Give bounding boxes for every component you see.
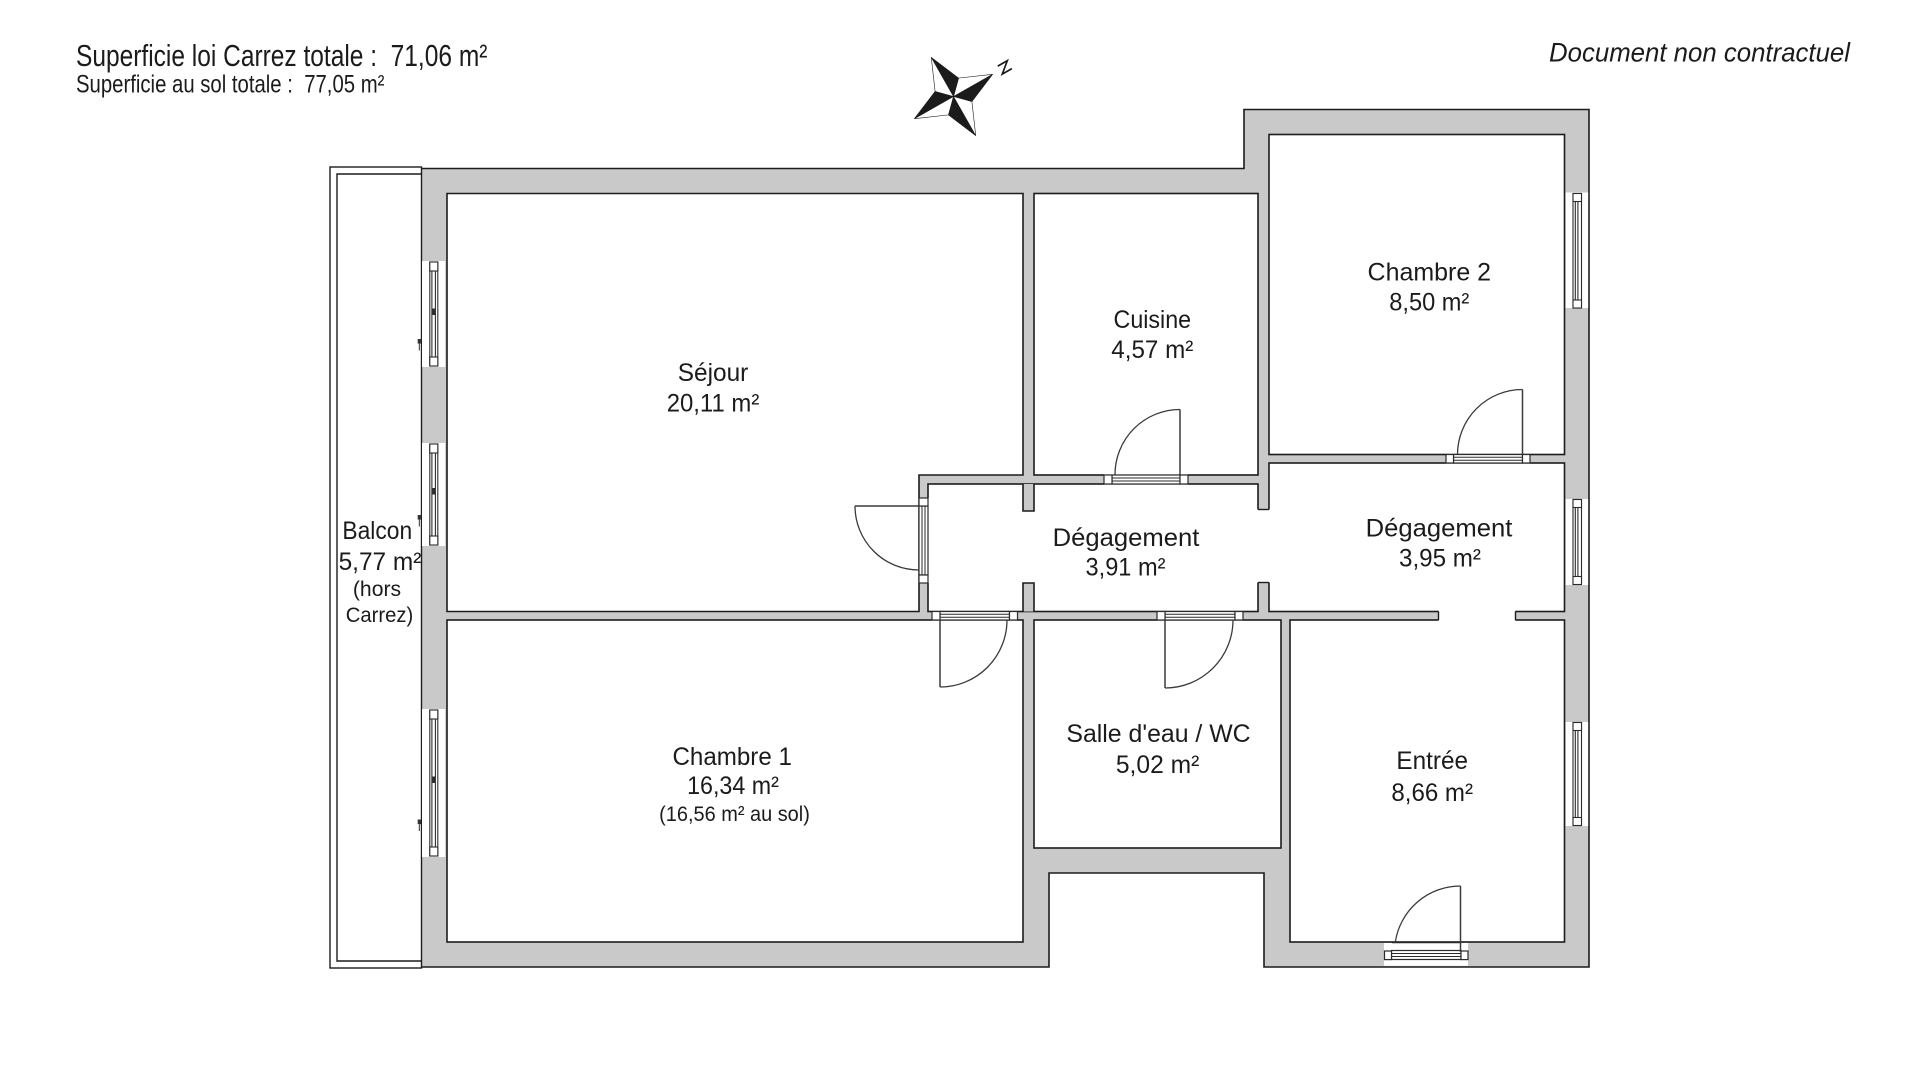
svg-text:Cuisine: Cuisine (1114, 306, 1192, 334)
svg-text:8,50 m²: 8,50 m² (1389, 289, 1469, 317)
svg-text:5,02 m²: 5,02 m² (1116, 751, 1200, 779)
svg-text:8,66 m²: 8,66 m² (1391, 779, 1473, 807)
svg-text:20,11 m²: 20,11 m² (667, 390, 760, 418)
svg-text:4,57 m²: 4,57 m² (1111, 336, 1193, 364)
svg-text:Document non contractuel: Document non contractuel (1549, 38, 1851, 68)
svg-text:Dégagement: Dégagement (1053, 524, 1200, 552)
svg-text:Balcon: Balcon (342, 517, 412, 545)
svg-text:Séjour: Séjour (678, 359, 749, 387)
svg-text:16,34 m²: 16,34 m² (687, 772, 779, 800)
svg-text:(16,56 m² au sol): (16,56 m² au sol) (659, 803, 810, 826)
svg-text:Superficie au sol totale : 77: Superficie au sol totale : 77,05 m² (76, 70, 384, 98)
svg-text:(hors: (hors (353, 578, 401, 601)
svg-text:Dégagement: Dégagement (1366, 515, 1513, 543)
svg-text:5,77 m²: 5,77 m² (339, 548, 422, 576)
svg-text:Entrée: Entrée (1396, 747, 1468, 775)
svg-text:Salle d'eau / WC: Salle d'eau / WC (1066, 720, 1250, 748)
svg-text:Superficie loi Carrez totale :: Superficie loi Carrez totale : 71,06 m² (76, 38, 487, 73)
svg-text:3,91 m²: 3,91 m² (1086, 554, 1166, 582)
svg-text:Carrez): Carrez) (346, 604, 414, 627)
svg-text:Chambre 2: Chambre 2 (1368, 259, 1492, 287)
svg-text:3,95 m²: 3,95 m² (1399, 544, 1481, 572)
svg-text:Chambre 1: Chambre 1 (673, 743, 792, 771)
